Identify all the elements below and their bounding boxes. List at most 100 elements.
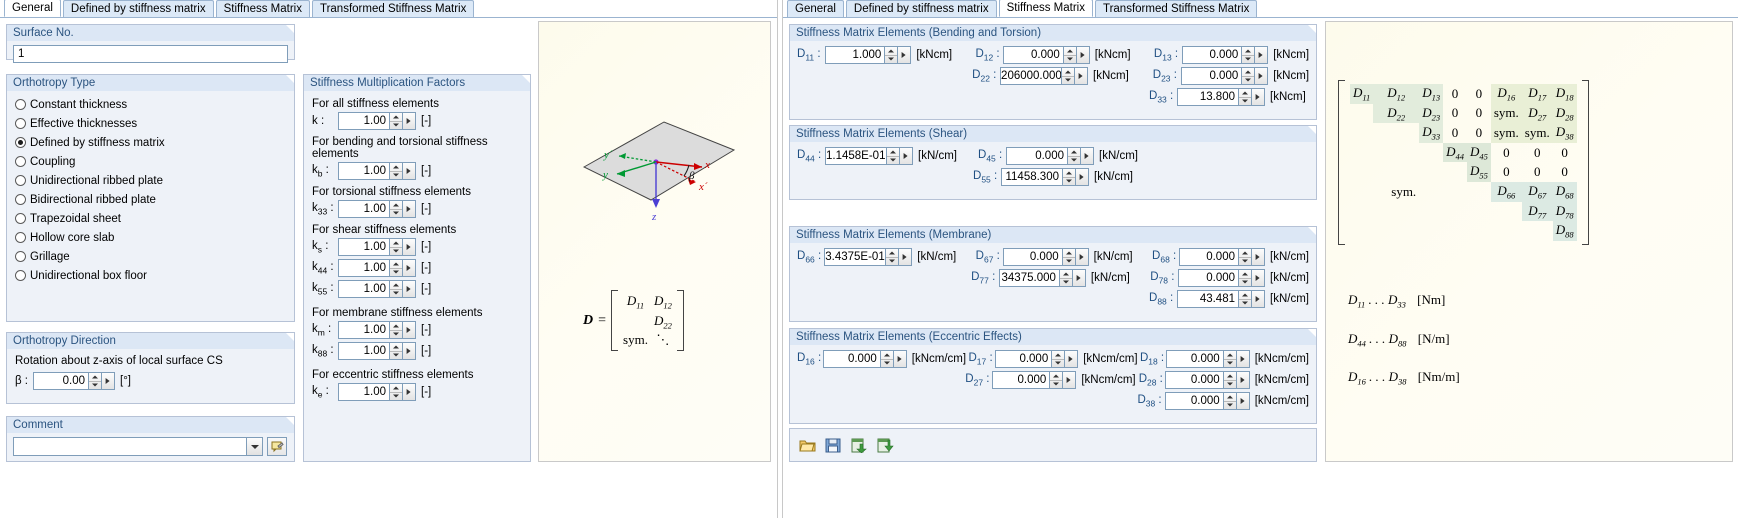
d18-value[interactable]: 0.000	[1167, 351, 1223, 367]
open-file-icon[interactable]	[796, 434, 818, 456]
spinner-arrows[interactable]	[389, 281, 402, 297]
more-button[interactable]	[1075, 47, 1089, 63]
spinner-arrows[interactable]	[1241, 47, 1255, 63]
d13-value[interactable]: 0.000	[1182, 47, 1242, 63]
export-excel-icon[interactable]	[874, 434, 896, 456]
radio-coupling[interactable]: Coupling	[15, 152, 286, 171]
d38-stepper[interactable]: 0.000	[1164, 392, 1250, 410]
d16-stepper[interactable]: 0.000	[823, 350, 907, 368]
more-button[interactable]	[402, 322, 415, 338]
more-button[interactable]	[1254, 47, 1268, 63]
comment-input[interactable]	[14, 438, 246, 455]
factor-k-value[interactable]: 1.00	[339, 113, 389, 129]
more-button[interactable]	[402, 343, 415, 359]
more-button[interactable]	[402, 163, 415, 179]
beta-spinner-arrows[interactable]	[88, 373, 101, 389]
spinner-arrows[interactable]	[1238, 291, 1251, 307]
more-button[interactable]	[1235, 351, 1249, 367]
spinner-arrows[interactable]	[1061, 249, 1075, 265]
spinner-arrows[interactable]	[1238, 89, 1251, 105]
d78-stepper[interactable]: 0.000	[1177, 269, 1266, 287]
d55-value[interactable]: 11458.300	[1002, 169, 1062, 185]
d27-value[interactable]: 0.000	[993, 372, 1050, 388]
d38-value[interactable]: 0.000	[1165, 393, 1223, 409]
d23-stepper[interactable]: 0.000	[1180, 67, 1269, 85]
full-matrix-graphic-panel[interactable]: D11 D12 D13 0 0 D16 D17 D18 D22 D23 0	[1325, 21, 1733, 462]
more-button[interactable]	[897, 47, 911, 63]
factor-kb-stepper[interactable]: 1.00	[338, 162, 416, 180]
d13-stepper[interactable]: 0.000	[1181, 46, 1269, 64]
more-button[interactable]	[1254, 68, 1268, 84]
factor-k55-stepper[interactable]: 1.00	[338, 280, 416, 298]
d66-stepper[interactable]: 3.4375E-01	[824, 248, 913, 266]
spinner-arrows[interactable]	[1222, 351, 1236, 367]
more-button[interactable]	[1235, 393, 1249, 409]
factor-ke-value[interactable]: 1.00	[339, 384, 389, 400]
tab-general-right[interactable]: General	[787, 0, 844, 17]
more-button[interactable]	[1075, 169, 1088, 185]
factor-k-stepper[interactable]: 1.00	[338, 112, 416, 130]
factor-k44-stepper[interactable]: 1.00	[338, 259, 416, 277]
more-button[interactable]	[898, 249, 912, 265]
pane-splitter[interactable]	[777, 0, 783, 518]
d16-value[interactable]: 0.000	[824, 351, 880, 367]
spinner-arrows[interactable]	[389, 113, 402, 129]
spinner-arrows[interactable]	[885, 249, 899, 265]
radio-hollow-core-slab[interactable]: Hollow core slab	[15, 228, 286, 247]
d18-stepper[interactable]: 0.000	[1166, 350, 1250, 368]
tab-defined-by-stiffness-matrix-right[interactable]: Defined by stiffness matrix	[845, 0, 997, 17]
d44-stepper[interactable]: 1.1458E-01	[825, 147, 913, 165]
spinner-arrows[interactable]	[1222, 372, 1236, 388]
beta-stepper[interactable]: 0.00	[33, 372, 115, 390]
d11-value[interactable]: 1.000	[825, 47, 885, 63]
d27-stepper[interactable]: 0.000	[992, 371, 1077, 389]
radio-effective-thicknesses[interactable]: Effective thicknesses	[15, 114, 286, 133]
more-button[interactable]	[402, 113, 415, 129]
spinner-arrows[interactable]	[1049, 372, 1063, 388]
more-button[interactable]	[402, 201, 415, 217]
spinner-arrows[interactable]	[1058, 270, 1072, 286]
more-button[interactable]	[1064, 351, 1078, 367]
more-button[interactable]	[402, 384, 415, 400]
d44-value[interactable]: 1.1458E-01	[826, 148, 886, 164]
radio-bidirectional-ribbed-plate[interactable]: Bidirectional ribbed plate	[15, 190, 286, 209]
more-button[interactable]	[402, 281, 415, 297]
d11-stepper[interactable]: 1.000	[824, 46, 912, 64]
more-button[interactable]	[1251, 89, 1264, 105]
more-button[interactable]	[1074, 68, 1088, 84]
more-button[interactable]	[402, 239, 415, 255]
comment-picker-icon[interactable]	[267, 437, 287, 456]
d17-stepper[interactable]: 0.000	[994, 350, 1079, 368]
spinner-arrows[interactable]	[389, 163, 402, 179]
tab-transformed-stiffness-matrix-right[interactable]: Transformed Stiffness Matrix	[1094, 0, 1258, 17]
d22-stepper[interactable]: 206000.000	[1000, 67, 1089, 85]
spinner-arrows[interactable]	[886, 148, 899, 164]
more-button[interactable]	[1251, 249, 1264, 265]
spinner-arrows[interactable]	[1241, 68, 1255, 84]
radio-trapezoidal-sheet[interactable]: Trapezoidal sheet	[15, 209, 286, 228]
factor-ks-stepper[interactable]: 1.00	[338, 238, 416, 256]
factor-ke-stepper[interactable]: 1.00	[338, 383, 416, 401]
tab-transformed-stiffness-matrix-left[interactable]: Transformed Stiffness Matrix	[311, 0, 475, 17]
beta-more-button[interactable]	[101, 373, 114, 389]
spinner-arrows[interactable]	[1051, 351, 1065, 367]
d33-value[interactable]: 13.800	[1178, 89, 1238, 105]
factor-k33-stepper[interactable]: 1.00	[338, 200, 416, 218]
spinner-arrows[interactable]	[1222, 393, 1236, 409]
d68-value[interactable]: 0.000	[1180, 249, 1238, 265]
spinner-arrows[interactable]	[884, 47, 898, 63]
spinner-arrows[interactable]	[1238, 249, 1251, 265]
surface-no-input[interactable]: 1	[13, 45, 288, 63]
save-file-icon[interactable]	[822, 434, 844, 456]
factor-k55-value[interactable]: 1.00	[339, 281, 389, 297]
tab-stiffness-matrix-left[interactable]: Stiffness Matrix	[215, 0, 310, 17]
spinner-arrows[interactable]	[1067, 148, 1080, 164]
d67-value[interactable]: 0.000	[1003, 249, 1062, 265]
more-button[interactable]	[1074, 249, 1088, 265]
spinner-arrows[interactable]	[389, 239, 402, 255]
spinner-arrows[interactable]	[389, 384, 402, 400]
chevron-down-icon[interactable]	[246, 438, 262, 455]
factor-km-value[interactable]: 1.00	[339, 322, 389, 338]
spinner-arrows[interactable]	[389, 322, 402, 338]
radio-constant-thickness[interactable]: Constant thickness	[15, 95, 286, 114]
